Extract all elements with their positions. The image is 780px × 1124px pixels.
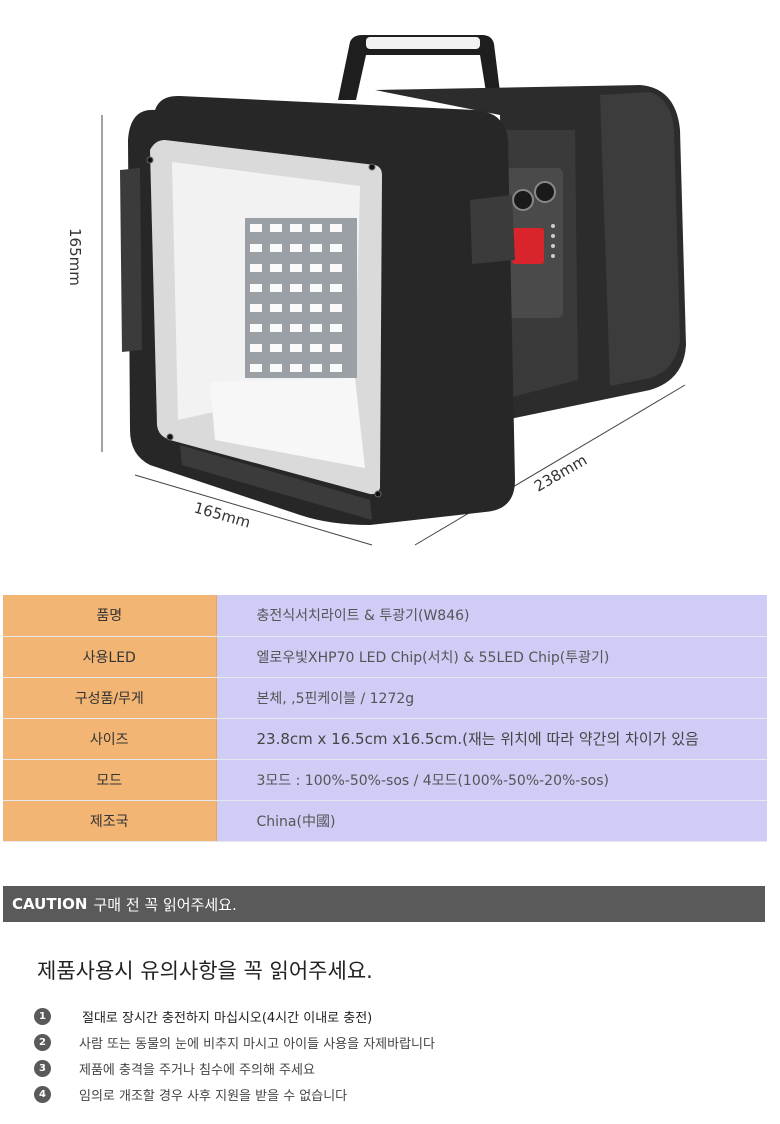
number-4-icon: 4 (34, 1085, 51, 1103)
width-dimension-line (134, 474, 373, 546)
spec-key: 구성품/무게 (3, 677, 217, 719)
handle-frame (338, 35, 500, 100)
spec-row-components: 구성품/무게 본체, ,5핀케이블 / 1272g (3, 677, 767, 719)
display-panel (512, 228, 544, 264)
spec-row-led: 사용LED 엘로우빛XHP70 LED Chip(서치) & 55LED Chi… (3, 636, 767, 678)
mode-button-icon (534, 181, 556, 203)
led-array (245, 218, 357, 378)
spec-row-country: 제조국 China(中國) (3, 800, 767, 842)
spec-row-mode: 모드 3모드 : 100%-50%-sos / 4모드(100%-50%-20%… (3, 759, 767, 801)
caution-tag: CAUTION (12, 895, 88, 913)
notice-text: 사람 또는 동물의 눈에 비추지 마시고 아이들 사용을 자제바랍니다 (79, 1036, 435, 1052)
indicator-led-icon (551, 224, 555, 228)
screw-icon (166, 433, 174, 441)
notice-list: 1 절대로 장시간 충전하지 마십시오(4시간 이내로 충전) 2 사람 또는 … (34, 1003, 435, 1107)
spec-key: 사용LED (3, 636, 217, 678)
notice-text: 임의로 개조할 경우 사후 지원을 받을 수 없습니다 (79, 1088, 348, 1104)
right-bumper (470, 195, 515, 264)
spec-row-size: 사이즈 23.8cm x 16.5cm x16.5cm.(재는 위치에 따라 약… (3, 718, 767, 760)
number-1-icon: 1 (34, 1007, 51, 1025)
notice-item: 3 제품에 충격을 주거나 침수에 주의해 주세요 (34, 1055, 435, 1081)
spec-table: 품명 충전식서치라이트 & 투광기(W846) 사용LED 엘로우빛XHP70 … (3, 595, 767, 842)
screw-icon (374, 490, 382, 498)
height-dimension-label: 165mm (66, 228, 84, 286)
spec-value: 충전식서치라이트 & 투광기(W846) (216, 595, 767, 637)
led-chips (250, 224, 342, 372)
spec-value: 23.8cm x 16.5cm x16.5cm.(재는 위치에 따라 약간의 차… (216, 718, 767, 760)
spec-row-name: 품명 충전식서치라이트 & 투광기(W846) (3, 595, 767, 637)
notice-item: 1 절대로 장시간 충전하지 마십시오(4시간 이내로 충전) (34, 1003, 435, 1029)
indicator-led-icon (551, 244, 555, 248)
depth-dimension-line (414, 384, 686, 546)
caution-bar: CAUTION 구매 전 꼭 읽어주세요. (3, 886, 765, 922)
screw-icon (368, 163, 376, 171)
spec-key: 품명 (3, 595, 217, 637)
number-3-icon: 3 (34, 1059, 51, 1077)
indicator-led-icon (551, 254, 555, 258)
screw-icon (146, 156, 154, 164)
number-2-icon: 2 (34, 1033, 51, 1051)
caution-text: 구매 전 꼭 읽어주세요. (93, 895, 237, 914)
bottom-bumper (180, 445, 372, 520)
searchlight-illustration: 165mm 165mm 238mm (66, 35, 686, 546)
product-image: 165mm 165mm 238mm (66, 35, 686, 546)
notice-item: 4 임의로 개조할 경우 사후 지원을 받을 수 없습니다 (34, 1081, 435, 1107)
indicator-led-icon (551, 234, 555, 238)
spec-key: 모드 (3, 759, 217, 801)
notice-text: 제품에 충격을 주거나 침수에 주의해 주세요 (79, 1062, 315, 1078)
spec-value: China(中國) (216, 800, 767, 842)
spec-key: 사이즈 (3, 718, 217, 760)
depth-dimension-label: 238mm (531, 451, 590, 496)
reflector-floor (210, 378, 365, 468)
handle-grip (366, 37, 480, 49)
width-dimension-label: 165mm (192, 499, 253, 532)
spec-value: 3모드 : 100%-50%-sos / 4모드(100%-50%-20%-so… (216, 759, 767, 801)
spec-value: 엘로우빛XHP70 LED Chip(서치) & 55LED Chip(투광기) (216, 636, 767, 678)
spec-value: 본체, ,5핀케이블 / 1272g (216, 677, 767, 719)
left-bumper (120, 168, 142, 352)
power-button-icon (512, 189, 534, 211)
notice-text: 절대로 장시간 충전하지 마십시오(4시간 이내로 충전) (82, 1010, 373, 1026)
body-side-panel (600, 92, 680, 386)
spec-key: 제조국 (3, 800, 217, 842)
notice-item: 2 사람 또는 동물의 눈에 비추지 마시고 아이들 사용을 자제바랍니다 (34, 1029, 435, 1055)
notice-title: 제품사용시 유의사항을 꼭 읽어주세요. (37, 959, 373, 983)
